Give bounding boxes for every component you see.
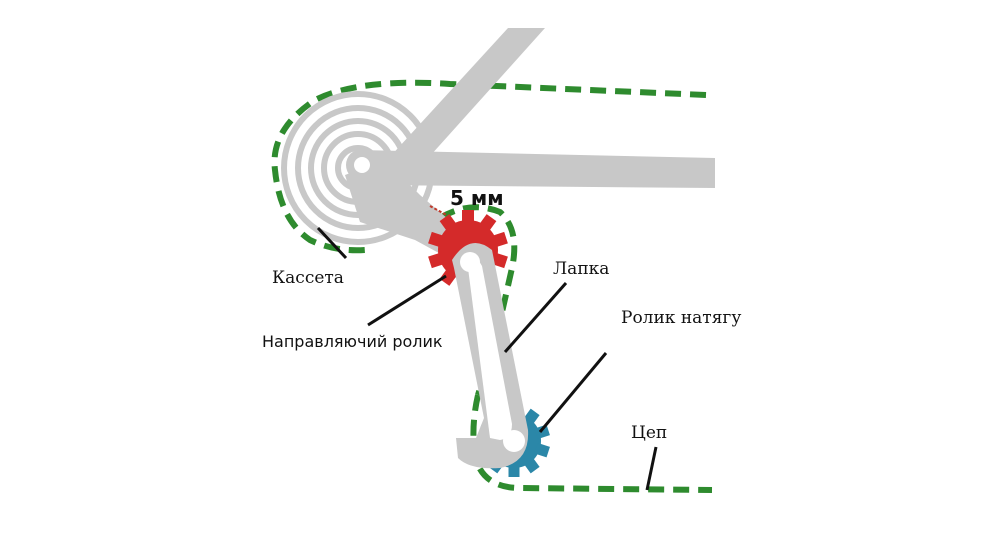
cassette-label: Кассета <box>272 268 344 288</box>
chain-stay <box>360 150 715 188</box>
guide-pulley-hole <box>460 252 480 272</box>
leader-cage <box>503 282 568 353</box>
derailleur-body <box>345 160 455 258</box>
leader-guide-pulley <box>367 274 447 327</box>
tension-pulley-hole <box>503 430 525 452</box>
cage-label: Лапка <box>553 259 610 279</box>
leader-chain <box>645 446 658 491</box>
cage-slot <box>468 259 512 440</box>
gap-marker-line <box>429 205 453 219</box>
leader-tension-pulley <box>538 352 608 433</box>
axle-hole <box>354 157 370 173</box>
chain-label: Цеп <box>631 423 668 443</box>
leader-cassette <box>316 226 348 260</box>
tension-pulley-label: Ролик натягу <box>621 308 742 328</box>
chain-guide-wrap <box>438 204 518 396</box>
guide-pulley-label: Направляючий ролик <box>262 332 443 351</box>
chain-upper-run <box>271 79 707 254</box>
gap-label: 5 мм <box>450 186 504 210</box>
